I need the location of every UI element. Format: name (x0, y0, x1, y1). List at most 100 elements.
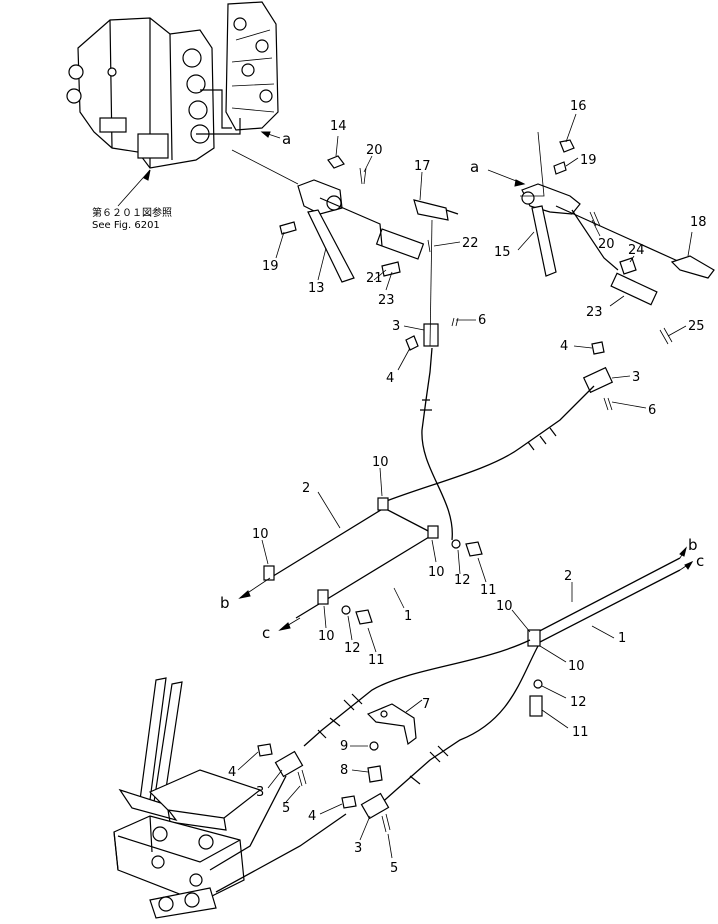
leader (419, 171, 423, 201)
arrowhead (143, 169, 151, 181)
callout-10-d: 10 (318, 629, 335, 644)
callout-11-a: 11 (480, 583, 497, 598)
leader (347, 615, 353, 641)
callout-12-b: 12 (344, 641, 361, 656)
callout-13: 13 (308, 281, 325, 296)
leader (261, 539, 269, 565)
leader (319, 803, 343, 815)
letter-c-left: c (262, 624, 270, 642)
right-rods-and-lower-cables (303, 557, 681, 807)
callout-4-lower-right: 4 (308, 809, 316, 824)
control-valve-illustration (66, 1, 279, 169)
callout-17: 17 (414, 159, 431, 174)
leader (591, 219, 601, 237)
callout-9: 9 (340, 739, 348, 754)
callout-8: 8 (340, 763, 348, 778)
leader (431, 539, 437, 563)
callout-5-lower-left: 5 (282, 801, 290, 816)
leader (403, 325, 425, 331)
callout-11-c: 11 (572, 725, 589, 740)
callout-20-right: 20 (598, 237, 615, 252)
leader (363, 155, 373, 173)
callout-10-b: 10 (252, 527, 269, 542)
callout-10-e: 10 (496, 599, 513, 614)
callout-4-upper-right: 4 (560, 339, 568, 354)
right-lever-assembly (520, 131, 715, 411)
leader (591, 625, 615, 639)
callout-12-a: 12 (454, 573, 471, 588)
callout-6-upper-right: 6 (648, 403, 656, 418)
callout-19-left: 19 (262, 259, 279, 274)
callout-11-b: 11 (368, 653, 385, 668)
leader (387, 833, 393, 859)
leader (367, 627, 377, 653)
leader (317, 491, 341, 529)
leader (433, 241, 461, 247)
callout-1-left: 1 (404, 609, 412, 624)
leader (539, 645, 567, 663)
leader (405, 699, 423, 713)
arrowhead (238, 590, 251, 599)
leader (517, 231, 535, 251)
leader (457, 549, 461, 575)
callout-16: 16 (570, 99, 587, 114)
leader (285, 785, 301, 803)
leader (267, 769, 283, 789)
callout-18: 18 (690, 215, 707, 230)
callout-2-right: 2 (564, 569, 572, 584)
leader (379, 467, 383, 497)
connector-line (231, 149, 299, 185)
arrowhead (278, 622, 291, 631)
leader (477, 557, 487, 583)
leader (351, 769, 369, 773)
middle-left-rods (263, 497, 483, 625)
callout-24: 24 (628, 243, 645, 258)
arrowhead (684, 560, 694, 570)
leader (611, 401, 647, 409)
leader (393, 587, 405, 609)
control-lever-base-illustration (113, 677, 347, 919)
leader (541, 685, 567, 699)
callout-3-upper-right: 3 (632, 370, 640, 385)
upper-cables (383, 347, 595, 541)
leader (611, 375, 631, 379)
bracket-assembly (366, 703, 417, 783)
callout-22: 22 (462, 236, 479, 251)
leader (373, 269, 387, 281)
letter-b-right: b (688, 536, 698, 554)
reference-leader (117, 169, 151, 207)
callout-20-left: 20 (366, 143, 383, 158)
callout-4-upper-left: 4 (386, 371, 394, 386)
reference-note-english: See Fig. 6201 (92, 220, 160, 231)
callout-10-a: 10 (372, 455, 389, 470)
leader (565, 113, 577, 143)
callout-4-lower-left: 4 (228, 765, 236, 780)
reference-note-japanese: 第６２０１図参照 (92, 206, 172, 219)
letter-a-right: a (470, 158, 479, 176)
callout-10-c: 10 (428, 565, 445, 580)
lower-cable-ends (257, 743, 391, 833)
arrowhead (260, 131, 271, 138)
callout-3-lower-right: 3 (354, 841, 362, 856)
leader (323, 605, 327, 629)
callout-15: 15 (494, 245, 511, 260)
leader (565, 157, 579, 167)
callout-21: 21 (366, 271, 383, 286)
leader (609, 295, 625, 307)
leader (317, 247, 327, 281)
callout-23-left: 23 (378, 293, 395, 308)
leader (541, 709, 569, 729)
letter-b-left: b (220, 594, 230, 612)
leader (359, 815, 371, 841)
callout-12-c: 12 (570, 695, 587, 710)
callout-3-upper-left: 3 (392, 319, 400, 334)
callout-7: 7 (422, 697, 430, 712)
letter-c-right: c (696, 552, 704, 570)
callout-14: 14 (330, 119, 347, 134)
callout-25: 25 (688, 319, 705, 334)
leader (385, 271, 393, 291)
callout-2-left: 2 (302, 481, 310, 496)
leader (275, 231, 285, 259)
letter-a-left: a (282, 130, 291, 148)
